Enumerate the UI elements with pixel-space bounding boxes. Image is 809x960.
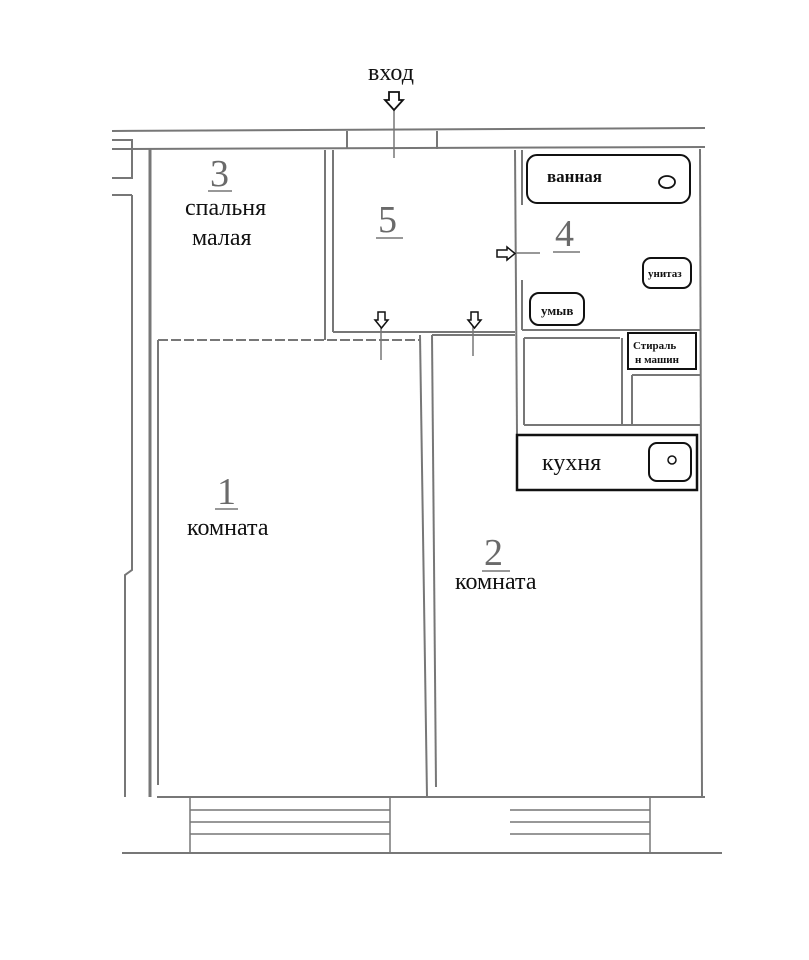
- interior-walls: [158, 108, 700, 798]
- kitchen-counter: кухня: [515, 433, 699, 492]
- room-4-number: 4: [555, 213, 574, 255]
- room-3-name-line1: спальня: [185, 195, 266, 221]
- kitchen-sink-icon: [648, 442, 692, 482]
- washbasin: умыв: [529, 292, 585, 326]
- washing-machine-label-line2: н машин: [635, 354, 680, 366]
- washing-machine-label-line1: Стираль: [633, 340, 676, 352]
- room-1-name: комната: [187, 515, 269, 541]
- room-2-number: 2: [484, 532, 503, 574]
- bathtub: ванная: [526, 154, 691, 204]
- kitchen-label: кухня: [542, 450, 601, 476]
- arrow-down-icon: [466, 311, 483, 330]
- room-3-number: 3: [210, 153, 229, 195]
- room-3-name-line2: малая: [192, 225, 252, 251]
- washbasin-label: умыв: [541, 303, 573, 318]
- room-1-number: 1: [217, 471, 236, 513]
- toilet: унитаз: [642, 257, 692, 289]
- entrance-arrow-icon: [382, 91, 406, 112]
- outer-walls: [111, 127, 722, 854]
- bathtub-label: ванная: [547, 167, 602, 186]
- room-5-number: 5: [378, 199, 397, 241]
- entrance-label: вход: [368, 60, 414, 86]
- drain-icon: [658, 175, 676, 189]
- arrow-right-icon: [496, 245, 517, 262]
- room-2-name: комната: [455, 569, 537, 595]
- door-arrows: [373, 91, 517, 330]
- arrow-down-icon: [373, 311, 390, 330]
- toilet-label: унитаз: [648, 268, 682, 280]
- washing-machine: Стираль н машин: [627, 332, 697, 370]
